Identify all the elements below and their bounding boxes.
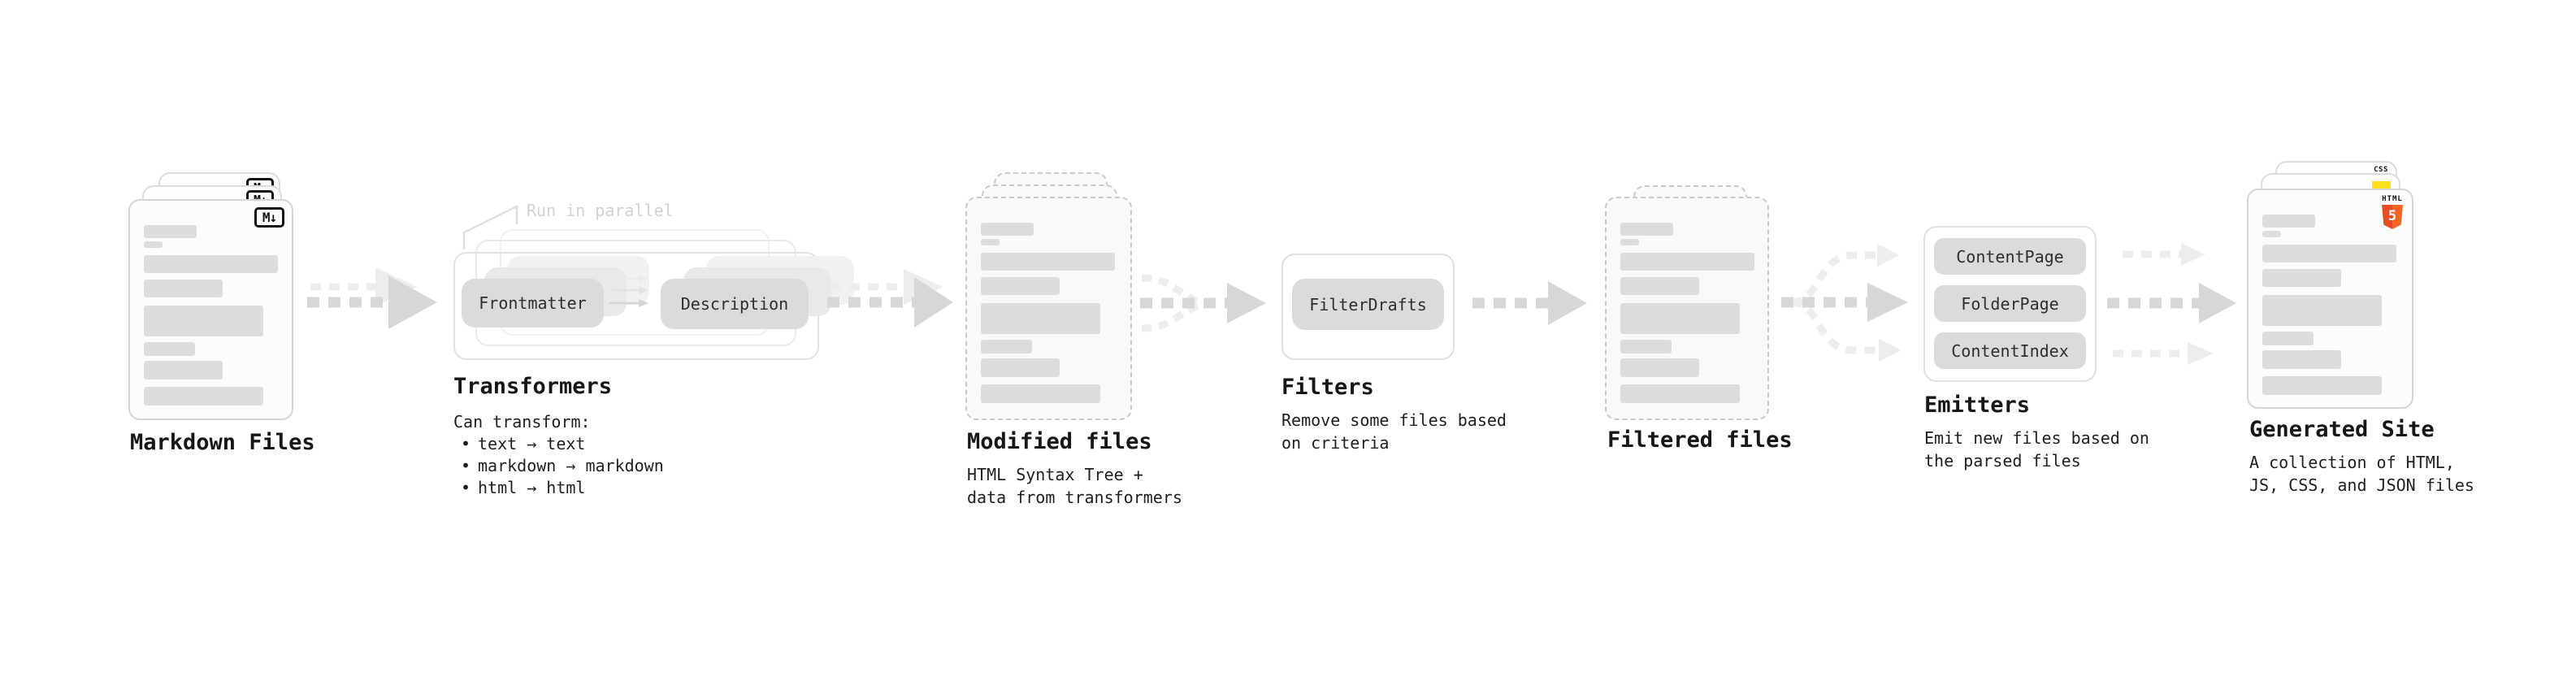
skeleton-line [981,277,1060,295]
skeleton-line [981,384,1100,403]
modified-file-card [965,197,1132,420]
markdown-file-card: M↓ [128,199,293,420]
skeleton-line [1620,223,1673,236]
skeleton-line [2262,215,2315,228]
skeleton-line [981,340,1032,354]
pill-description: Description [661,279,809,329]
html5-icon-shield: 5 [2382,205,2403,229]
filtered-file-card [1605,197,1769,420]
arrow-emitters-to-generated [2107,243,2236,365]
markdown-icon: M↓ [254,207,284,228]
skeleton-line [2262,376,2382,395]
pill-folderpage: FolderPage [1934,285,2086,322]
bullet-item: • html → html [453,477,664,499]
stage-subtitle: Emit new files based on the parsed files [1924,428,2149,471]
stage-title: Emitters [1924,393,2031,418]
arrow-transformers-to-modified [827,269,953,327]
stage-subtitle: Remove some files based on criteria [1281,410,1507,453]
skeleton-line [981,303,1100,334]
skeleton-line [144,241,163,248]
html5-icon: HTML 5 [2381,195,2404,229]
skeleton-line [1620,384,1740,403]
bullet-item: • markdown → markdown [453,455,664,477]
skeleton-line [144,225,197,238]
skeleton-line [2262,350,2341,369]
css-icon-label: CSS [2374,166,2388,174]
arrow-modified-to-filters [1140,274,1266,332]
stage-title: Filtered files [1607,427,1793,453]
bullet-dot: • [460,478,471,497]
markdown-icon-label: M↓ [262,210,277,225]
skeleton-line [144,280,223,297]
skeleton-line [2262,245,2396,262]
skeleton-line [1620,239,1639,245]
skeleton-line [144,342,195,356]
transform-step-arrows [609,275,648,307]
arrow-filters-to-filtered [1472,281,1587,325]
bullet-dot: • [460,434,471,453]
stage-title: Modified files [967,429,1152,454]
transformers-description: Can transform: • text → text • markdown → … [453,411,664,499]
skeleton-line [1620,303,1740,334]
skeleton-line [981,239,1000,245]
bullet-dot: • [460,456,471,475]
stage-subtitle: A collection of HTML, JS, CSS, and JSON … [2249,453,2474,495]
can-transform-heading: Can transform: [453,412,591,432]
stage-title: Filters [1281,375,1374,400]
skeleton-line [1620,277,1699,295]
run-in-parallel-note: Run in parallel [527,201,674,220]
arrow-markdown-to-transformers [307,267,437,329]
stage-title: Transformers [453,374,613,399]
skeleton-line [144,255,278,273]
skeleton-line [144,361,223,380]
skeleton-line [1620,358,1699,377]
stage-subtitle: HTML Syntax Tree + data from transformer… [967,465,1182,507]
skeleton-line [981,358,1060,377]
pill-frontmatter: Frontmatter [462,279,604,327]
skeleton-line [2262,231,2281,237]
pill-filterdrafts: FilterDrafts [1292,279,1444,330]
bullet-text: text → text [478,434,586,453]
bullet-item: • text → text [453,433,664,455]
skeleton-line [2262,332,2314,345]
run-in-parallel-callout-line [462,205,518,249]
pill-contentpage: ContentPage [1934,238,2086,275]
skeleton-line [2262,269,2341,287]
skeleton-line [2262,295,2382,326]
skeleton-line [1620,340,1672,354]
bullet-text: html → html [478,478,586,497]
skeleton-line [1620,253,1754,271]
stage-title: Generated Site [2249,417,2435,442]
arrow-filtered-to-emitters [1781,244,1908,362]
bullet-text: markdown → markdown [478,456,664,475]
generated-site-card: HTML 5 [2247,189,2413,409]
stage-title: Markdown Files [130,430,315,455]
skeleton-line [981,253,1115,271]
skeleton-line [981,223,1034,236]
skeleton-line [144,387,263,406]
pill-contentindex: ContentIndex [1934,332,2086,369]
skeleton-line [144,306,263,336]
html5-icon-label: HTML [2382,195,2403,203]
html5-icon-number: 5 [2387,208,2397,224]
